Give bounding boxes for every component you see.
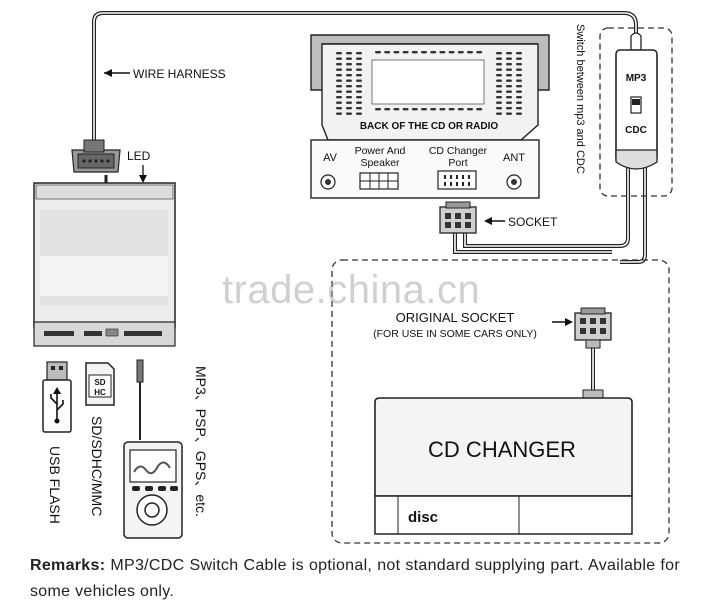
watermark: trade.china.cn bbox=[222, 268, 481, 312]
switch-caption: Switch between mp3 and CDC bbox=[574, 24, 586, 174]
remarks-note: Remarks: MP3/CDC Switch Cable is optiona… bbox=[30, 553, 680, 605]
wire-harness-label: WIRE HARNESS bbox=[133, 67, 226, 81]
sd-card: SD HC bbox=[85, 362, 115, 406]
original-socket-label-1: ORIGINAL SOCKET bbox=[396, 310, 515, 325]
changer-dashed-box bbox=[331, 259, 670, 544]
radio-back-unit: BACK OF THE CD OR RADIO AV Power And Spe… bbox=[310, 34, 550, 199]
cables bbox=[92, 11, 647, 392]
svg-text:HC: HC bbox=[94, 388, 106, 397]
usb-flash-label: USB FLASH bbox=[47, 446, 63, 524]
remarks-text: MP3/CDC Switch Cable is optional, not st… bbox=[30, 557, 680, 600]
ant-label: ANT bbox=[503, 152, 525, 164]
mp3-cdc-switch: MP3 CDC bbox=[615, 32, 658, 170]
svg-text:SD: SD bbox=[94, 378, 105, 387]
disc-logo: disc bbox=[408, 509, 438, 526]
original-socket-label-2: (FOR USE IN SOME CARS ONLY) bbox=[373, 328, 537, 340]
led-label: LED bbox=[127, 149, 151, 163]
wire-harness-callout: WIRE HARNESS bbox=[104, 67, 226, 81]
cd-changer-label: CD CHANGER bbox=[428, 437, 576, 462]
media-devices-label: MP3、PSP、GPS、etc. bbox=[193, 366, 209, 517]
mp3-interface-unit: LED bbox=[33, 139, 176, 347]
vent-holes bbox=[336, 51, 522, 115]
power-speaker-label-2: Speaker bbox=[360, 157, 400, 169]
remarks-prefix: Remarks: bbox=[30, 557, 106, 574]
usb-icon bbox=[50, 392, 64, 420]
cd-changer-port-label-2: Port bbox=[448, 157, 467, 169]
switch-to-changer-cable bbox=[620, 168, 647, 264]
original-socket-connector bbox=[552, 307, 612, 349]
switch-mp3-label: MP3 bbox=[626, 73, 647, 84]
switch-cdc-label: CDC bbox=[625, 125, 647, 136]
cd-changer-port-label-1: CD Changer bbox=[429, 145, 488, 157]
av-label: AV bbox=[323, 152, 338, 164]
mp3-player bbox=[123, 359, 183, 539]
socket-connector: SOCKET bbox=[439, 201, 558, 234]
switch-dashed-box bbox=[599, 27, 673, 197]
sd-cards-label: SD/SDHC/MMC bbox=[89, 416, 105, 516]
cd-changer-unit: CD CHANGER disc bbox=[374, 389, 633, 535]
back-of-unit-label: BACK OF THE CD OR RADIO bbox=[360, 121, 499, 132]
socket-label: SOCKET bbox=[508, 215, 558, 229]
power-speaker-label-1: Power And bbox=[355, 145, 406, 157]
usb-flash-drive bbox=[42, 361, 72, 433]
